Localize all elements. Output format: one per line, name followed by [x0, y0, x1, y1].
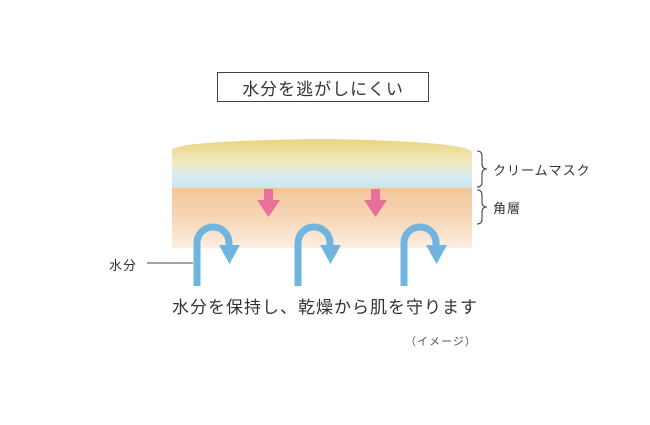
moisture-label: 水分 [109, 259, 138, 274]
stratum-brace [476, 189, 488, 225]
caption-text: 水分を保持し、乾燥から肌を守ります [172, 298, 478, 318]
cream-mask-brace [476, 150, 488, 188]
moisture-arrow-2 [294, 223, 341, 286]
title-box: 水分を逃がしにくい [217, 72, 429, 102]
pink-down-arrow-2 [364, 189, 387, 217]
pink-down-arrow-1 [257, 189, 280, 217]
stratum-corneum-layer [172, 188, 472, 248]
moisture-arrow-1 [193, 223, 240, 286]
cream-mask-label: クリームマスク [493, 164, 591, 179]
title-text: 水分を逃がしにくい [242, 79, 404, 100]
cream-mask-layer [172, 139, 472, 188]
image-note: （イメージ） [405, 335, 477, 348]
stratum-corneum-label: 角層 [493, 202, 522, 217]
moisture-arrow-3 [400, 223, 447, 286]
